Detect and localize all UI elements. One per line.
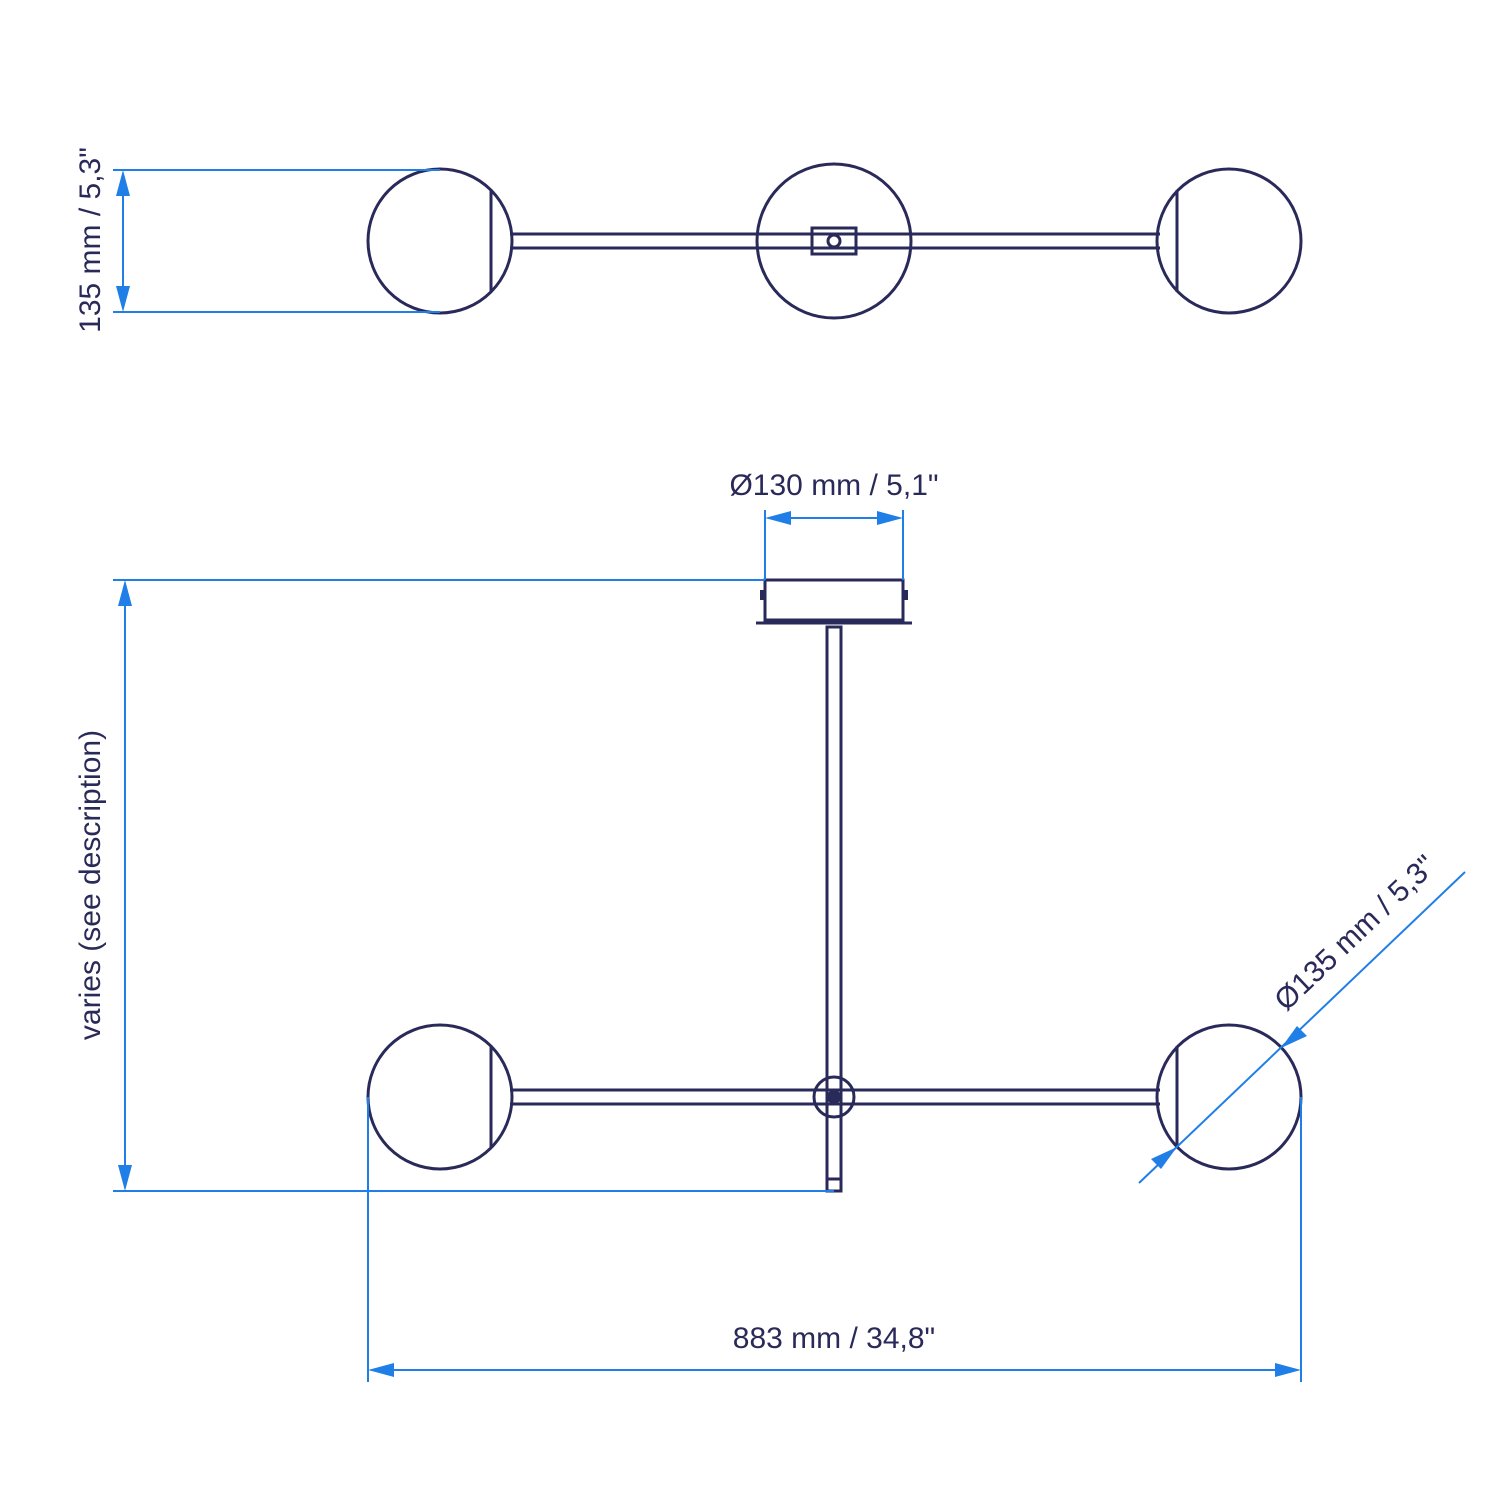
front-canopy-screw-right: [903, 590, 908, 600]
globe-dim-arrow-inner: [1151, 1147, 1177, 1169]
canopy-dim-arrow-left: [765, 511, 791, 525]
top-hub: [810, 226, 858, 256]
globe-dim-arrow-outer: [1281, 1026, 1307, 1048]
width-dim-arrow-left: [368, 1363, 394, 1377]
globe-dim-leader: [1138, 871, 1466, 1184]
front-hub: [812, 1075, 856, 1119]
top-canopy: [755, 162, 913, 320]
overall-width-label: 883 mm / 34,8": [733, 1322, 935, 1355]
height-dim-arrow-down: [118, 1165, 132, 1191]
canopy-diameter-label: Ø130 mm / 5,1": [729, 469, 938, 502]
front-stem: [825, 625, 843, 1193]
top-view-height-label: 135 mm / 5,3": [74, 147, 107, 333]
globe-diameter-label: Ø135 mm / 5,3": [1268, 849, 1442, 1017]
top-hub-screw: [826, 233, 842, 249]
canopy-dim-arrow-right: [877, 511, 903, 525]
height-dim-arrow-up: [118, 580, 132, 606]
front-view: Ø130 mm / 5,1" varies (see description) …: [74, 469, 1466, 1382]
front-canopy: [763, 578, 905, 622]
top-globe-right: [1155, 167, 1303, 315]
top-view: 135 mm / 5,3": [74, 147, 1303, 333]
front-hub-center: [827, 1090, 841, 1104]
top-dim-arrow-down: [116, 286, 130, 312]
top-dim-arrow-up: [116, 170, 130, 196]
width-dim-arrow-right: [1275, 1363, 1301, 1377]
front-canopy-screw-left: [760, 590, 765, 600]
overall-height-label: varies (see description): [74, 730, 107, 1040]
